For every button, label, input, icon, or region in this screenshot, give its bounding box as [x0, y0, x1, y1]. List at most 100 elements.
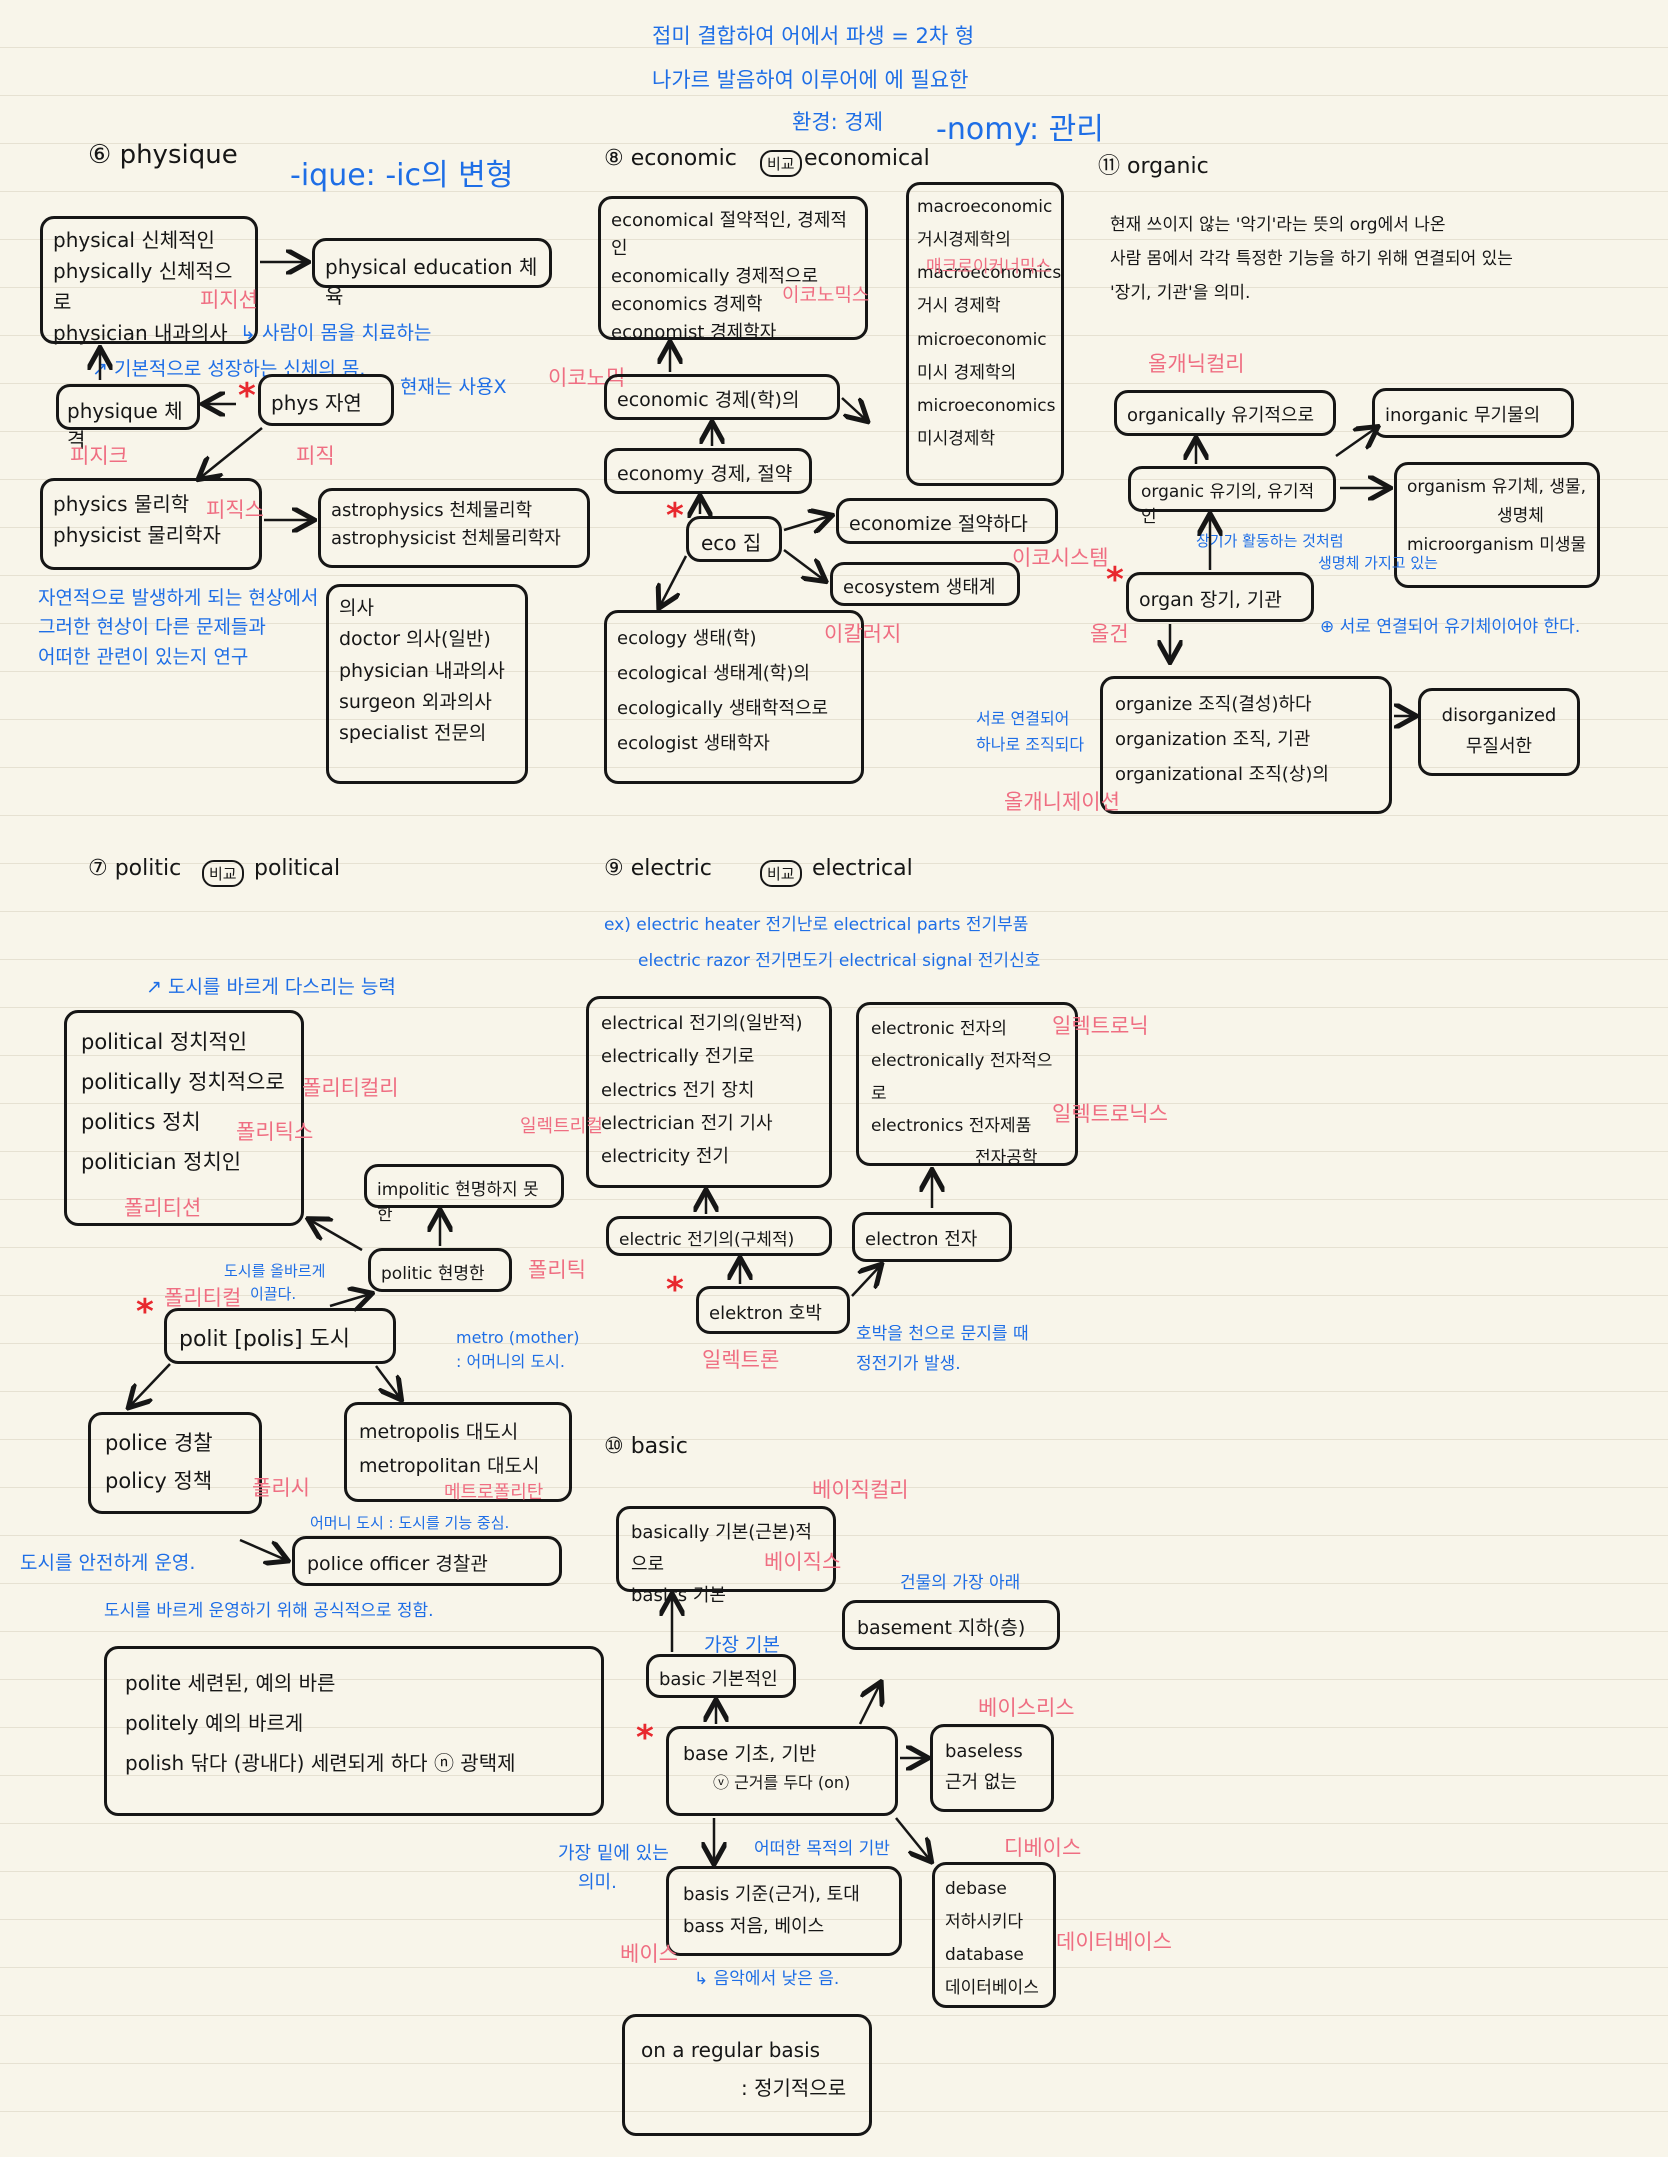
macro-line-0: macroeconomic: [917, 197, 1053, 217]
astrophysicist-line: astrophysicist 천체물리학자: [331, 527, 561, 549]
macro-pronunciation: 매크로이커너믹스: [926, 257, 1052, 277]
organize-line: organize 조직(결성)하다: [1115, 694, 1312, 715]
politic-title: ⑦ politic: [88, 856, 182, 881]
macro-line-2: macroeconomics: [917, 263, 1062, 284]
organ-pronunciation: 올건: [1090, 622, 1129, 646]
economical-title: economical: [804, 146, 930, 171]
elektron-note: 호박을 천으로 문지를 때 정전기가 발생.: [856, 1320, 1029, 1380]
ecology-line: ecology 생태(학): [617, 628, 757, 649]
metro-note: metro (mother) : 어머니의 도시.: [456, 1326, 580, 1374]
elektron-note-1: 호박을 천으로 문지를 때: [856, 1324, 1029, 1344]
organic-box: organic 유기의, 유기적인: [1128, 466, 1336, 527]
electrical-pronunciation: 일렉트리컬: [520, 1116, 603, 1137]
root-star-polit: *: [136, 1292, 154, 1332]
organism-line: organism 유기체, 생물,: [1407, 477, 1587, 497]
doctor-box: 의사 doctor 의사(일반) physician 내과의사 surgeon …: [326, 584, 528, 784]
root-star-eco: *: [666, 496, 684, 536]
doctor-line-3: surgeon 외과의사: [339, 691, 492, 714]
regular-basis-meaning: : 정기적으로: [741, 2076, 847, 2100]
physical-line: physical 신체적인: [53, 228, 215, 252]
header-note-3: 환경: 경제: [792, 110, 884, 134]
phys-pronunciation: 피직: [296, 444, 335, 468]
physics-pronunciation: 피직스: [206, 498, 264, 522]
organization-line: organization 조직, 기관: [1115, 729, 1311, 751]
economist-line: economist 경제학자: [611, 321, 777, 343]
disorganized-line: disorganized: [1441, 705, 1557, 726]
physique-pronunciation: 피지크: [70, 444, 128, 468]
politic-pronunciation: 폴리틱: [528, 1258, 586, 1282]
electronics-line: electronics 전자제품: [871, 1115, 1032, 1136]
physician-note: ↳ 사람이 몸을 치료하는: [240, 322, 432, 344]
policy-line: policy 정책: [105, 1468, 213, 1493]
economically-line: economically 경제적으로: [611, 265, 819, 287]
polish-text: polish 닦다 (광내다) 세련되게 하다: [125, 1751, 428, 1775]
basically-pronunciation: 베이직컬리: [812, 1478, 909, 1502]
physically-line: physically 신체적으로: [53, 259, 233, 314]
basis-note: 어떠한 목적의 기반: [754, 1839, 890, 1859]
arrow-politic-political: [310, 1220, 363, 1252]
electronics-pronunciation: 일렉트로닉스: [1052, 1102, 1168, 1126]
physique-box: physique 체격: [56, 384, 200, 452]
police-bottom-note: 도시를 바르게 운영하기 위해 공식적으로 정함.: [104, 1601, 434, 1621]
macro-line-1: 거시경제학의: [917, 230, 1011, 251]
organize-note-1: 서로 연결되어: [976, 709, 1070, 728]
bass-note: ↳ 음악에서 낮은 음.: [694, 1969, 840, 1989]
economize-box: economize 절약하다: [836, 498, 1058, 544]
vs-badge-economic: 비교: [760, 150, 802, 177]
politician-pronunciation: 폴리티션: [124, 1196, 202, 1220]
macro-box: macroeconomic 거시경제학의 macroeconomics 거시 경…: [906, 182, 1064, 486]
metro-note-1: metro (mother): [456, 1328, 580, 1347]
physics-desc-1: 자연적으로 발생하게 되는 현상에서: [38, 587, 319, 609]
metropolis-line: metropolis 대도시: [359, 1421, 519, 1443]
physics-desc-3: 어떠한 관련이 있는지 연구: [38, 645, 249, 668]
base-line: base 기초, 기반: [683, 1743, 817, 1765]
ecology-pronunciation: 이칼러지: [824, 622, 902, 646]
macro-line-7: 미시경제학: [917, 428, 996, 449]
basis-box: basis 기준(근거), 토대 bass 저음, 베이스: [666, 1866, 902, 1956]
metro-note-2: : 어머니의 도시.: [456, 1352, 565, 1371]
basics-pronunciation: 베이직스: [764, 1550, 842, 1574]
electric-box: electric 전기의(구체적): [606, 1216, 832, 1256]
basement-note: 건물의 가장 아래: [900, 1573, 1021, 1593]
organically-pronunciation: 올개닉컬리: [1148, 352, 1245, 376]
ecology-box: ecology 생태(학) ecological 생태계(학)의 ecologi…: [604, 610, 864, 784]
basic-title: ⑩ basic: [604, 1434, 688, 1459]
physician-pronunciation: 피지션: [200, 288, 258, 312]
base-left-note-2: 의미.: [578, 1871, 617, 1893]
physics-box: physics 물리학 physicist 물리학자: [40, 478, 262, 570]
arrow-base-basement: [858, 1684, 880, 1725]
organ-note-2: 생명체 가지고 있는: [1318, 554, 1438, 572]
electronic-line: electronic 전자의: [871, 1019, 1007, 1039]
macro-line-5: 미시 경제학의: [917, 362, 1017, 383]
economics-pronunciation: 이코노믹스: [782, 284, 870, 306]
header-note-2: 나가르 발음하여 이루어에 에 필요한: [652, 68, 969, 92]
physician-line: physician 내과의사: [53, 321, 228, 345]
organism-line-2: 생명체: [1497, 505, 1544, 526]
root-star-elektron: *: [666, 1270, 684, 1310]
debase-box: debase 저하시키다 database 데이터베이스: [932, 1862, 1056, 2008]
economics-line: economics 경제학: [611, 293, 763, 315]
politic-note-2: 이끌다.: [250, 1284, 297, 1303]
organ-plus-note: ⊕ 서로 연결되어 유기체이어야 한다.: [1320, 617, 1581, 637]
politics-line: politics 정치: [81, 1109, 201, 1134]
physics-desc: 자연적으로 발생하게 되는 현상에서 그러한 현상이 다른 문제들과 어떠한 관…: [38, 584, 318, 672]
baseless-box: baseless 근거 없는: [930, 1724, 1054, 1812]
phys-note: 현재는 사용X: [400, 376, 507, 398]
politician-line: politician 정치인: [81, 1149, 242, 1174]
ecosystem-pronunciation: 이코시스템: [1012, 546, 1109, 570]
macro-line-6: microeconomics: [917, 395, 1056, 416]
base-box: base 기초, 기반 ⓥ 근거를 두다 (on): [666, 1726, 898, 1816]
database-meaning: 데이터베이스: [945, 1978, 1039, 1999]
electricity-line: electricity 전기: [601, 1146, 729, 1168]
database-pronunciation: 데이터베이스: [1056, 1930, 1172, 1954]
impolitic-box: impolitic 현명하지 못한: [364, 1164, 564, 1225]
regular-basis-line: on a regular basis: [641, 2038, 821, 2062]
electrician-line: electrician 전기 기사: [601, 1112, 773, 1134]
base-left-note-1: 가장 밑에 있는: [558, 1843, 669, 1864]
electronically-line: electronically 전자적으로: [871, 1051, 1053, 1104]
politic-box: politic 현명한: [368, 1248, 512, 1292]
organism-box: organism 유기체, 생물, 생명체 microorganism 미생물: [1394, 462, 1600, 588]
polite-box: polite 세련된, 예의 바른 politely 예의 바르게 polish…: [104, 1646, 604, 1816]
arrow-polit-police: [130, 1363, 171, 1406]
